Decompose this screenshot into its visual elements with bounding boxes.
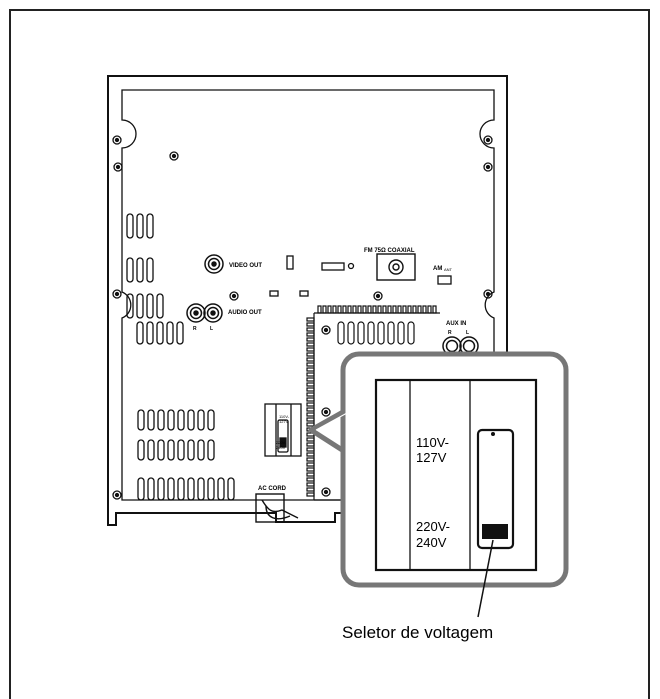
heatsink-fin xyxy=(372,305,377,314)
small-240-label: 240V xyxy=(276,445,286,450)
caption-label: Seletor de voltagem xyxy=(342,623,493,642)
am-label: AM xyxy=(433,266,442,272)
rear-panel-diagram: VIDEO OUT AUDIO OUT R L FM 75Ω COAXIAL A… xyxy=(107,75,569,642)
heatsink-fin xyxy=(306,332,315,337)
zoom-110-label: 110V- xyxy=(416,435,449,450)
heatsink-fin xyxy=(427,305,432,314)
zoom-127-label: 127V xyxy=(416,450,447,465)
am-terminal xyxy=(437,275,452,285)
voltage-selector-zoomed xyxy=(374,378,538,572)
heatsink-fin xyxy=(306,422,315,427)
heatsink-fin xyxy=(402,305,407,314)
heatsink-fin xyxy=(306,352,315,357)
heatsink-fin xyxy=(306,317,315,322)
heatsink-fin xyxy=(306,342,315,347)
heatsink-fin xyxy=(422,305,427,314)
zoom-220-label: 220V- xyxy=(416,519,450,534)
heatsink-fin xyxy=(306,417,315,422)
heatsink-fin xyxy=(417,305,422,314)
heatsink-fin xyxy=(306,442,315,447)
heatsink-fin xyxy=(347,305,352,314)
video-out-label: VIDEO OUT xyxy=(229,263,262,269)
audio-out-jacks xyxy=(186,303,223,323)
voltage-selector-small xyxy=(264,403,302,457)
am-sub-label: ANT xyxy=(444,267,453,272)
heatsink-fin xyxy=(412,305,417,314)
heatsink-fin xyxy=(306,447,315,452)
heatsink-fin xyxy=(306,322,315,327)
heatsink xyxy=(306,305,440,501)
heatsink-fin xyxy=(306,437,315,442)
audio-r-label: R xyxy=(193,326,197,332)
small-220-label: 220V- xyxy=(276,440,287,445)
heatsink-fin xyxy=(306,402,315,407)
fm-label: FM 75Ω COAXIAL xyxy=(364,248,415,254)
heatsink-fin xyxy=(362,305,367,314)
heatsink-fin xyxy=(367,305,372,314)
heatsink-fin xyxy=(306,397,315,402)
heatsink-fin xyxy=(306,412,315,417)
small-127-label: 127V xyxy=(279,419,289,424)
heatsink-fin xyxy=(332,305,337,314)
vent-slots-upper xyxy=(126,213,184,345)
heatsink-fin xyxy=(397,305,402,314)
heatsink-fin xyxy=(322,305,327,314)
heatsink-fin xyxy=(306,392,315,397)
aux-l-label: L xyxy=(466,330,469,336)
heatsink-fin xyxy=(306,387,315,392)
heatsink-fin xyxy=(382,305,387,314)
heatsink-fin xyxy=(317,305,322,314)
voltage-switch-track xyxy=(476,428,515,550)
heatsink-fin xyxy=(306,372,315,377)
vent-slots-lower xyxy=(137,409,235,501)
heatsink-fin xyxy=(337,305,342,314)
heatsink-fin xyxy=(387,305,392,314)
ac-cord xyxy=(255,493,299,523)
heatsink-fin xyxy=(306,477,315,482)
heatsink-fin xyxy=(407,305,412,314)
heatsink-fin xyxy=(342,305,347,314)
caption-leader-line xyxy=(477,539,494,618)
audio-out-label: AUDIO OUT xyxy=(228,310,262,316)
heatsink-fin xyxy=(306,492,315,497)
heatsink-fin xyxy=(306,327,315,332)
heatsink-fin xyxy=(306,462,315,467)
video-out-jack xyxy=(204,254,224,274)
heatsink-fin xyxy=(306,347,315,352)
heatsink-fin xyxy=(357,305,362,314)
aux-r-label: R xyxy=(448,330,452,336)
heatsink-fin xyxy=(392,305,397,314)
heatsink-fin xyxy=(306,362,315,367)
heatsink-fin xyxy=(306,367,315,372)
small-110-label: 110V- xyxy=(279,414,290,419)
heatsink-fin xyxy=(306,472,315,477)
heatsink-fin xyxy=(306,487,315,492)
heatsink-fin xyxy=(306,337,315,342)
screws xyxy=(112,135,493,500)
heatsink-fin xyxy=(306,357,315,362)
heatsink-fin xyxy=(352,305,357,314)
heatsink-fin xyxy=(306,382,315,387)
aux-in-label: AUX IN xyxy=(446,321,466,327)
heatsink-fin xyxy=(306,467,315,472)
audio-l-label: L xyxy=(210,326,213,332)
fm-coaxial-connector xyxy=(376,253,416,281)
zoom-240-label: 240V xyxy=(416,535,447,550)
video-port-slot xyxy=(286,255,294,270)
page-frame xyxy=(9,9,650,699)
heatsink-fin xyxy=(306,377,315,382)
heatsink-fin xyxy=(432,305,437,314)
heatsink-fin xyxy=(306,407,315,412)
heatsink-fin xyxy=(306,452,315,457)
voltage-switch-knob xyxy=(482,524,508,539)
heatsink-fin xyxy=(327,305,332,314)
ac-cord-label: AC CORD xyxy=(258,486,287,492)
heatsink-fin xyxy=(306,457,315,462)
heatsink-fin xyxy=(377,305,382,314)
heatsink-fin xyxy=(306,482,315,487)
small-connectors xyxy=(269,262,355,297)
